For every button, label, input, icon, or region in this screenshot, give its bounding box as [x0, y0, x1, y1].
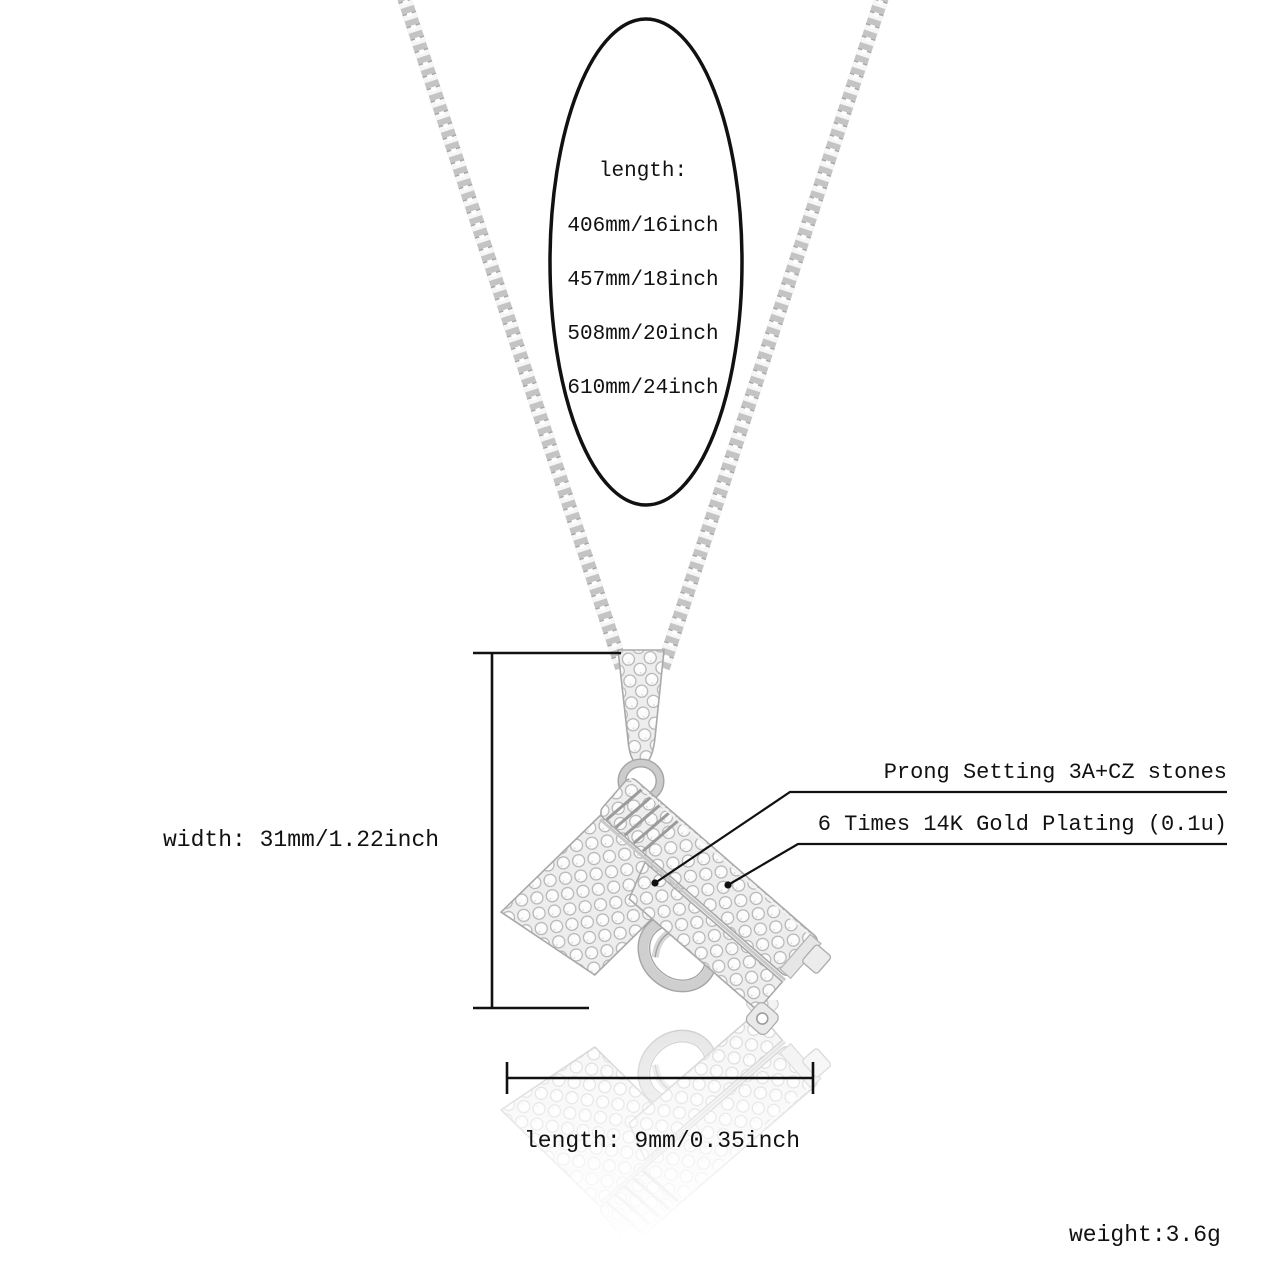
callout-dot-plating [724, 881, 732, 889]
callout-stones-label: Prong Setting 3A+CZ stones [883, 760, 1227, 785]
pave-bail [617, 649, 665, 767]
chain-length-option: 457mm/18inch [567, 269, 719, 292]
box-chain-right-strand [656, 0, 889, 671]
callout-line-stones [654, 790, 1227, 884]
chain-length-option: 508mm/20inch [567, 323, 719, 346]
length-measure [505, 1062, 815, 1094]
callout-lines [654, 790, 1227, 886]
callout-line-plating [727, 842, 1227, 886]
chain-length-option: 406mm/16inch [567, 215, 719, 238]
chain-length-title: length: [598, 160, 688, 183]
box-chain-left-strand [397, 0, 629, 671]
callout-dot-stones [651, 879, 659, 887]
size-oval-outline [548, 17, 744, 507]
width-dimension-label: width: 31mm/1.22inch [163, 827, 440, 853]
width-measure [473, 651, 621, 1010]
chain-length-option: 610mm/24inch [567, 377, 719, 400]
length-dimension-label: length: 9mm/0.35inch [524, 1128, 801, 1154]
callout-plating-label: 6 Times 14K Gold Plating (0.1u) [817, 812, 1227, 837]
weight-label: weight:3.6g [1069, 1222, 1221, 1248]
